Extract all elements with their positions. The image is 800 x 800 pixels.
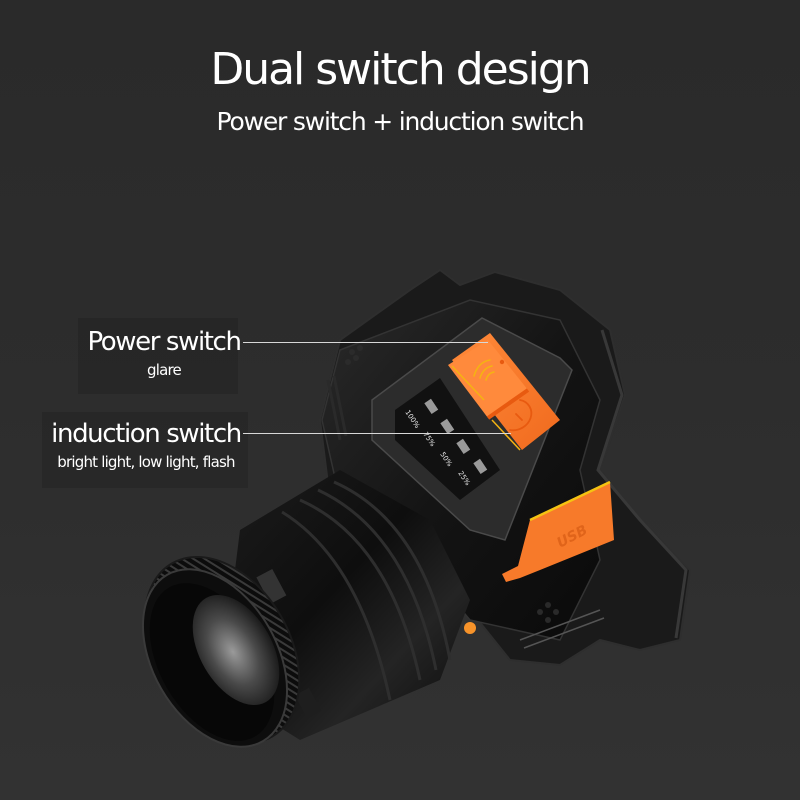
page-subtitle: Power switch + induction switch xyxy=(216,107,585,136)
callout-label: induction switch xyxy=(51,419,242,449)
callout-induction-switch: induction switch bright light, low light… xyxy=(45,417,247,473)
induction-switch-leader-line xyxy=(243,433,511,434)
power-switch-leader-line xyxy=(243,342,488,343)
callout-description: glare xyxy=(147,361,182,379)
lens-bezel xyxy=(141,555,301,748)
callout-power-bg xyxy=(78,318,238,394)
callout-induction-bg xyxy=(42,412,248,488)
callout-description: bright light, low light, flash xyxy=(57,453,235,471)
page-title: Dual switch design xyxy=(210,44,591,95)
callout-power-switch: Power switch glare xyxy=(84,325,244,381)
header: Dual switch design Power switch + induct… xyxy=(0,40,800,140)
switch-button[interactable] xyxy=(448,333,560,451)
callout-label: Power switch xyxy=(87,327,241,357)
lens xyxy=(192,595,280,705)
power-icon xyxy=(509,399,533,432)
side-vent xyxy=(537,602,559,623)
induction-wave-icon xyxy=(473,359,505,381)
usb-cover[interactable]: USB xyxy=(502,480,614,582)
